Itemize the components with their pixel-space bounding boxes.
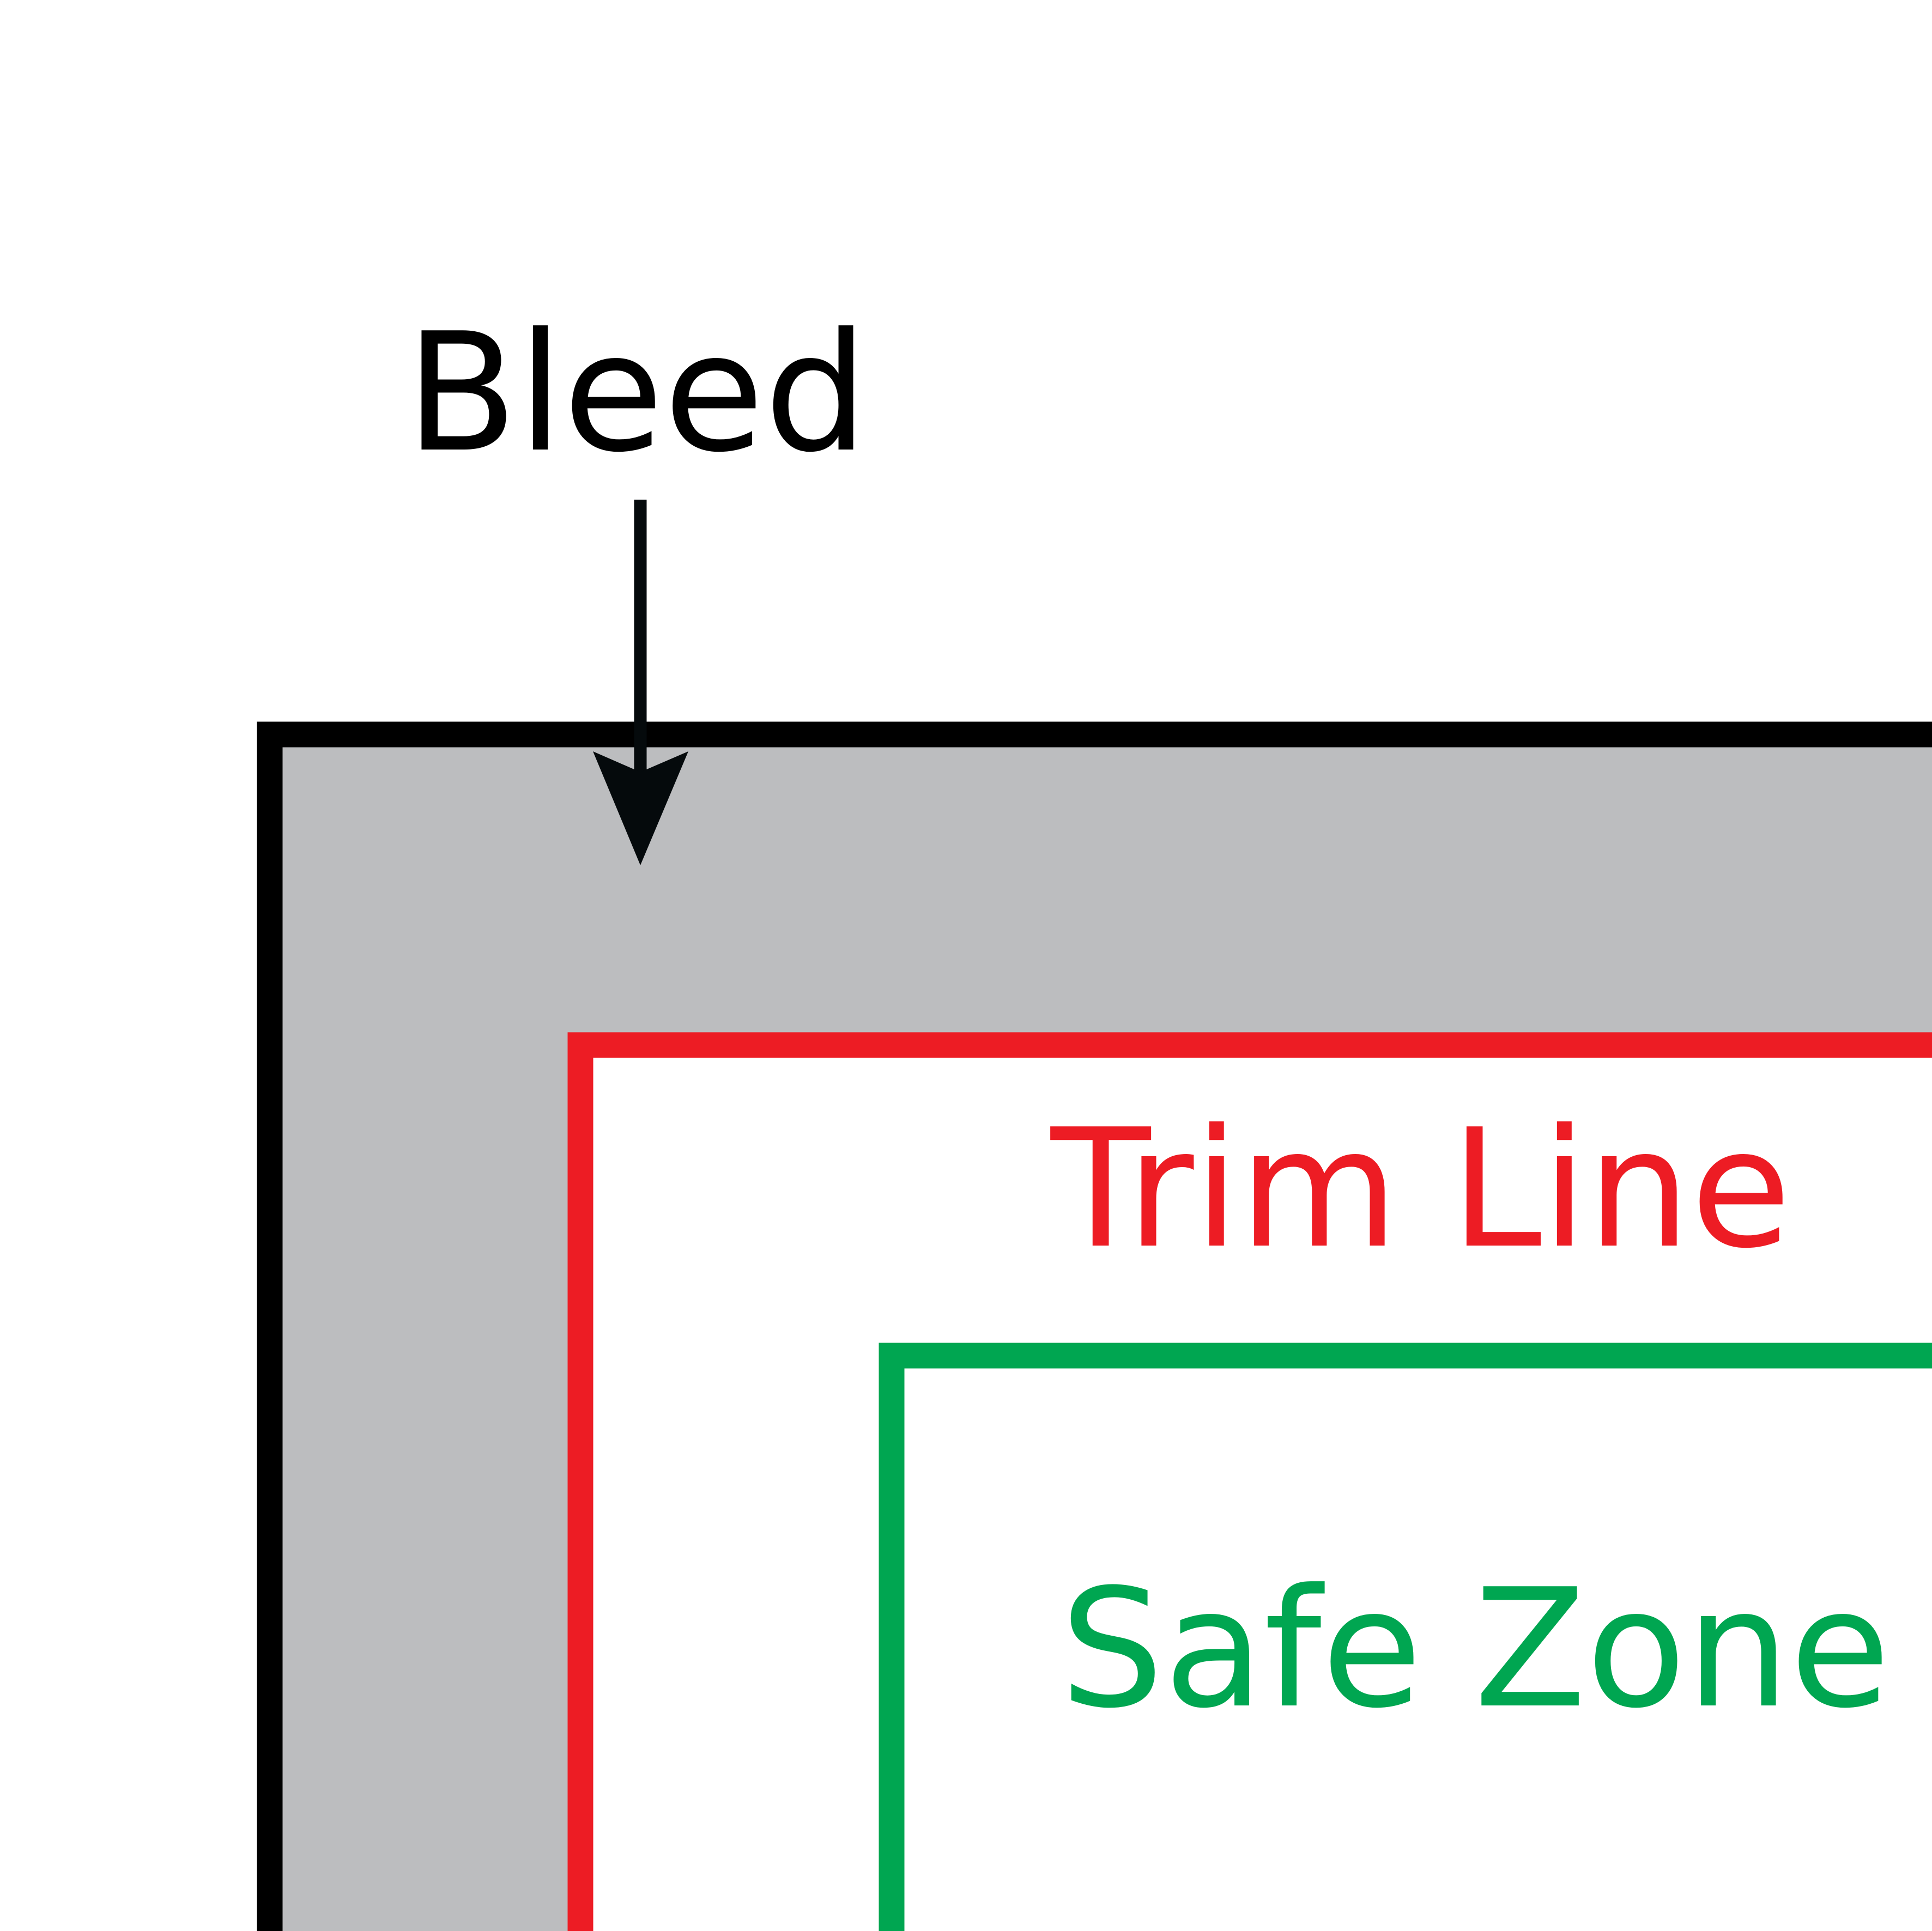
trim-area <box>580 1045 1932 1931</box>
bleed-line <box>257 721 1932 1931</box>
safe-zone-label: Safe Zone <box>1060 1554 1891 1744</box>
trim-line-label: Trim Line <box>1048 1094 1791 1284</box>
safe-zone-line <box>879 1343 1932 1931</box>
bleed-label: Bleed <box>405 298 868 488</box>
bleed-pointer-arrow <box>593 500 688 865</box>
trim-line <box>567 1032 1932 1931</box>
arrow-head-icon <box>593 751 688 865</box>
